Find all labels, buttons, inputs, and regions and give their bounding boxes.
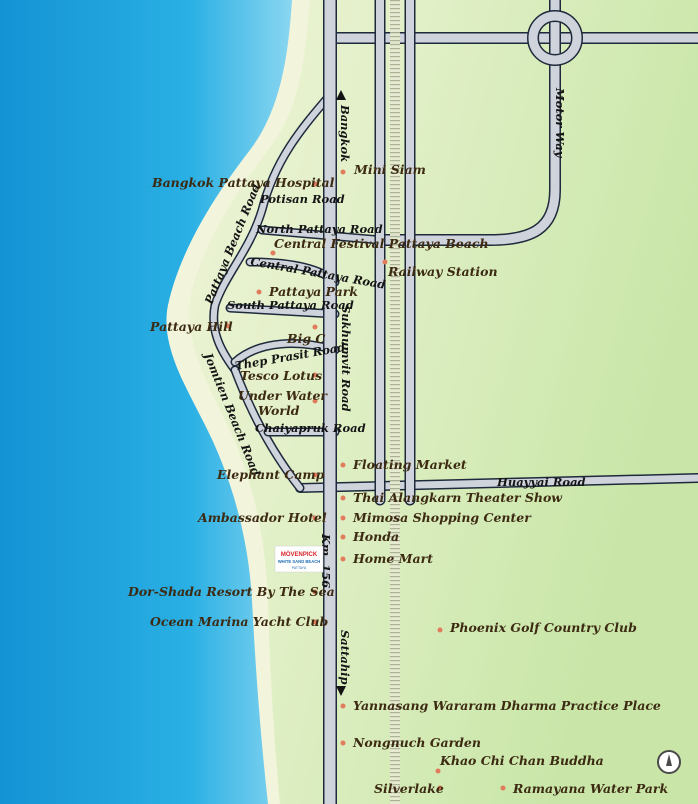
place-underwater-line2[interactable]: World xyxy=(258,403,300,418)
hotel-logo[interactable]: MÖVENPICK WHITE SAND BEACH PATTAYA xyxy=(274,545,324,573)
marker-dot xyxy=(437,785,443,791)
marker-dot xyxy=(312,515,318,521)
label-sattahip: Sattahip xyxy=(338,630,352,685)
marker-dot xyxy=(340,703,346,709)
marker-dot xyxy=(340,556,346,562)
marker-dot xyxy=(312,398,318,404)
place-pattaya-hill[interactable]: Pattaya Hill xyxy=(149,319,233,334)
sea xyxy=(0,0,292,804)
place-central-festival[interactable]: Central Festival Pattaya Beach xyxy=(274,236,489,251)
arrow-down-icon xyxy=(336,686,346,696)
label-bangkok: Bangkok xyxy=(338,104,352,162)
marker-dot xyxy=(340,169,346,175)
place-mimosa[interactable]: Mimosa Shopping Center xyxy=(352,510,532,525)
logo-line2: WHITE SAND BEACH xyxy=(278,559,321,564)
place-bangkok-pattaya-hospital[interactable]: Bangkok Pattaya Hospital xyxy=(151,175,335,190)
marker-dot xyxy=(500,785,506,791)
place-pattaya-park[interactable]: Pattaya Park xyxy=(268,284,358,299)
logo-brand: MÖVENPICK xyxy=(281,551,318,558)
place-mini-siam[interactable]: Mini Siam xyxy=(353,162,426,177)
marker-dot xyxy=(256,289,262,295)
place-elephant-camp[interactable]: Elephant Camp xyxy=(216,467,325,482)
marker-dot xyxy=(312,619,318,625)
place-nongnuch[interactable]: Nongnuch Garden xyxy=(352,735,481,750)
compass-icon xyxy=(657,750,681,774)
place-thai-alangkarn[interactable]: Thai Alangkarn Theater Show xyxy=(353,490,563,505)
marker-dot xyxy=(435,768,441,774)
road-network xyxy=(209,0,698,804)
label-potisan-road: Potisan Road xyxy=(259,192,345,206)
place-home-mart[interactable]: Home Mart xyxy=(352,551,433,566)
marker-dot xyxy=(437,627,443,633)
place-underwater-line1[interactable]: Under Water xyxy=(238,388,328,403)
label-sukhumvit-road: Sukhumvit Road xyxy=(339,305,353,412)
marker-dot xyxy=(312,324,318,330)
place-tesco-lotus[interactable]: Tesco Lotus xyxy=(240,368,322,383)
marker-dot xyxy=(340,515,346,521)
label-huayyai-road: Huayyai Road xyxy=(496,475,586,489)
arrow-up-icon xyxy=(336,90,346,100)
railway-track xyxy=(390,0,400,804)
marker-dot xyxy=(270,250,276,256)
place-ambassador[interactable]: Ambassador Hotel xyxy=(197,510,327,525)
place-railway-station[interactable]: Railway Station xyxy=(387,264,498,279)
marker-dot xyxy=(340,534,346,540)
logo-line3: PATTAYA xyxy=(292,566,307,570)
place-ramayana[interactable]: Ramayana Water Park xyxy=(512,781,668,796)
label-north-pattaya-road: North Pattaya Road xyxy=(255,222,383,236)
place-big-c[interactable]: Big C xyxy=(286,331,325,346)
marker-dot xyxy=(225,323,231,329)
label-south-pattaya-road: South Pattaya Road xyxy=(227,298,354,312)
marker-dot xyxy=(382,259,388,265)
places: Mini Siam Bangkok Pattaya Hospital Centr… xyxy=(127,162,668,796)
place-silverlake[interactable]: Silverlake xyxy=(374,781,444,796)
place-phoenix-golf[interactable]: Phoenix Golf Country Club xyxy=(449,620,637,635)
place-ocean-marina[interactable]: Ocean Marina Yacht Club xyxy=(150,614,328,629)
label-chaiyapruk-road: Chaiyapruk Road xyxy=(255,421,366,435)
place-dor-shada[interactable]: Dor-Shada Resort By The Sea xyxy=(127,584,335,599)
marker-dot xyxy=(340,495,346,501)
place-khao-chi-chan[interactable]: Khao Chi Chan Buddha xyxy=(439,753,604,768)
marker-dot xyxy=(340,740,346,746)
place-honda[interactable]: Honda xyxy=(352,529,399,544)
label-motorway: Motor Way xyxy=(553,87,567,159)
marker-dot xyxy=(312,181,318,187)
marker-dot xyxy=(340,462,346,468)
marker-dot xyxy=(312,589,318,595)
place-yannasang[interactable]: Yannasang Wararam Dharma Practice Place xyxy=(353,698,661,713)
marker-dot xyxy=(312,472,318,478)
place-floating-market[interactable]: Floating Market xyxy=(352,457,467,472)
marker-dot xyxy=(312,372,318,378)
